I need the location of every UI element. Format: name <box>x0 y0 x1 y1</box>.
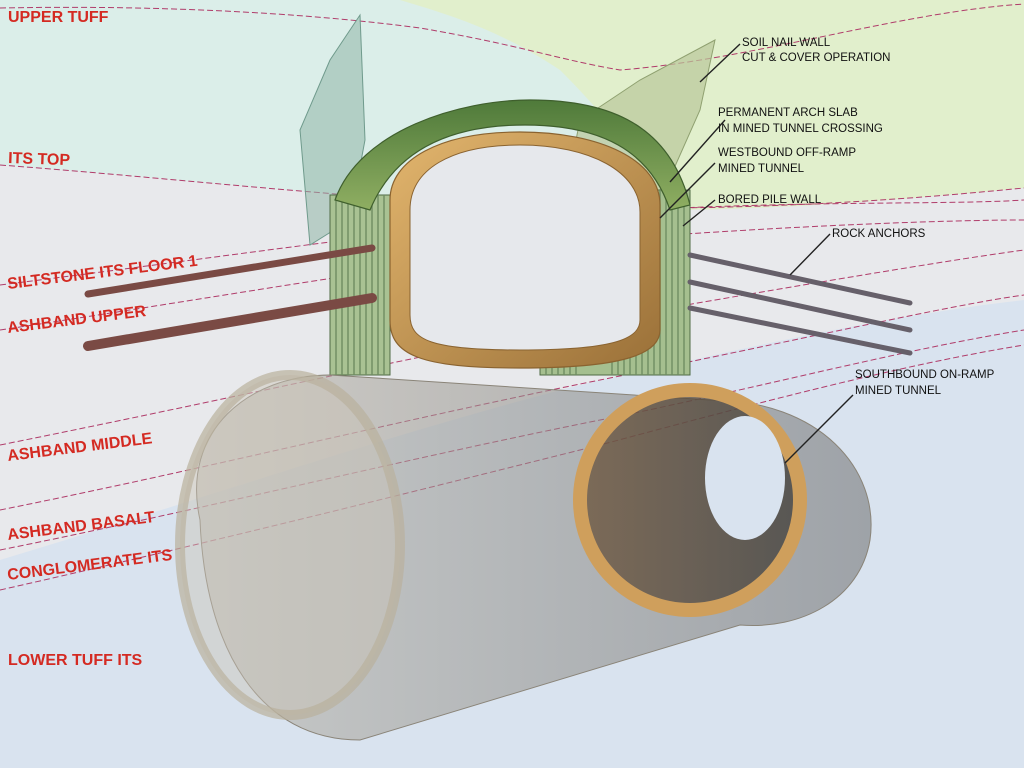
southbound-on-ramp-tunnel <box>175 370 872 741</box>
leader-westbound-off-ramp <box>659 162 716 219</box>
callout-soil-nail-wall-line-2: CUT & COVER OPERATION <box>742 52 890 64</box>
callout-westbound-off-ramp-line-1: WESTBOUND OFF-RAMP <box>718 147 856 159</box>
callout-permanent-arch-slab-line-1: PERMANENT ARCH SLAB <box>718 107 858 119</box>
leader-rock-anchors <box>789 233 831 276</box>
westbound-off-ramp-tunnel <box>334 99 691 369</box>
leader-southbound-on-ramp <box>784 394 854 464</box>
rock-anchors <box>83 244 913 356</box>
callout-soil-nail-wall-line-1: SOIL NAIL WALL <box>742 37 831 49</box>
label-its-top: ITS TOP <box>8 150 71 169</box>
rock-anchor-left-2 <box>83 293 377 351</box>
leader-bored-pile-wall <box>682 199 716 227</box>
callout-southbound-on-ramp-line-2: MINED TUNNEL <box>855 385 942 397</box>
upper-tuff-cover-zone <box>400 0 1024 210</box>
callout-leaders <box>659 43 854 464</box>
callout-westbound-off-ramp-line-2: MINED TUNNEL <box>718 163 805 175</box>
leader-soil-nail-wall <box>699 43 741 83</box>
rock-anchor-right-2 <box>687 279 913 333</box>
rock-anchor-right-3 <box>687 305 913 356</box>
boundary-ashband-basalt <box>0 294 1024 511</box>
leader-permanent-arch-slab <box>669 119 726 183</box>
boundary-upper-tuff <box>0 3 1024 71</box>
callouts: SOIL NAIL WALL CUT & COVER OPERATION PER… <box>718 37 995 397</box>
label-lower-tuff-its: LOWER TUFF ITS <box>8 652 143 669</box>
southbound-tunnel-near-rim <box>175 370 405 720</box>
permanent-arch-slab <box>334 99 691 211</box>
label-upper-tuff: UPPER TUFF <box>8 9 109 26</box>
westbound-tunnel-opening <box>409 144 641 351</box>
rock-anchor-left-1 <box>84 244 376 298</box>
callout-bored-pile-wall: BORED PILE WALL <box>718 194 822 206</box>
callout-southbound-on-ramp-line-1: SOUTHBOUND ON-RAMP <box>855 369 995 381</box>
rock-anchor-right-1 <box>687 252 913 306</box>
callout-rock-anchors: ROCK ANCHORS <box>832 228 926 240</box>
southbound-tunnel-far-hole <box>705 416 785 540</box>
callout-permanent-arch-slab-line-2: IN MINED TUNNEL CROSSING <box>718 123 883 135</box>
